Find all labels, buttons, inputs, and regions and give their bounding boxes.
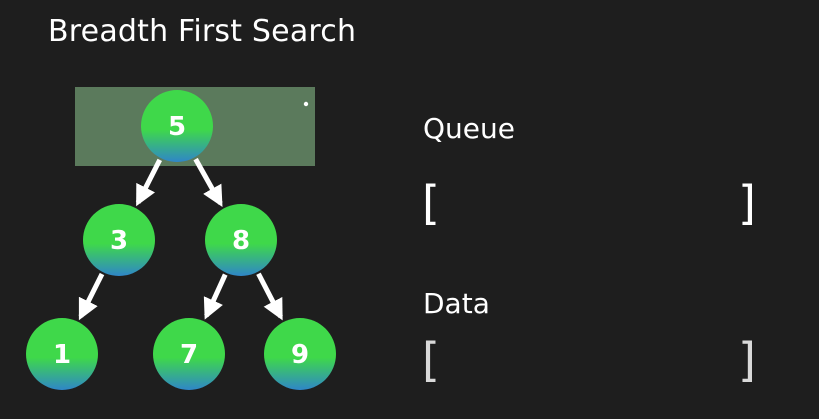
tree-node-circle (153, 318, 225, 390)
tree-node-value: 7 (180, 340, 198, 370)
tree-node-value: 8 (232, 226, 250, 256)
tree-node-circle (141, 90, 213, 162)
edge-arrow-n8-n9 (256, 272, 283, 321)
tree-node-circle (205, 204, 277, 276)
edge-arrow-n8-n7 (203, 273, 228, 320)
queue-close-bracket: ] (738, 176, 756, 230)
tree-node-3: 3 (83, 204, 155, 276)
tree-node-value: 3 (110, 226, 128, 256)
tree-node-9: 9 (264, 318, 336, 390)
page-title: Breadth First Search (48, 14, 357, 49)
queue-open-bracket: [ (422, 176, 440, 230)
data-close-bracket: ] (738, 333, 756, 387)
tree-node-7: 7 (153, 318, 225, 390)
edge-arrow-n5-n8 (193, 157, 223, 208)
cursor-dot (303, 101, 309, 107)
tree-node-value: 1 (53, 340, 71, 370)
edge-arrow-n3-n1 (78, 272, 105, 321)
data-label: Data (423, 287, 490, 320)
tree-node-value: 9 (291, 340, 309, 370)
tree-node-5: 5 (141, 90, 213, 162)
data-open-bracket: [ (422, 333, 440, 387)
tree-node-1: 1 (26, 318, 98, 390)
tree-node-circle (83, 204, 155, 276)
edge-arrow-n5-n3 (135, 158, 162, 207)
queue-label: Queue (423, 112, 515, 145)
tree-node-value: 5 (168, 112, 186, 142)
tree-node-8: 8 (205, 204, 277, 276)
tree-node-circle (264, 318, 336, 390)
tree-node-circle (26, 318, 98, 390)
